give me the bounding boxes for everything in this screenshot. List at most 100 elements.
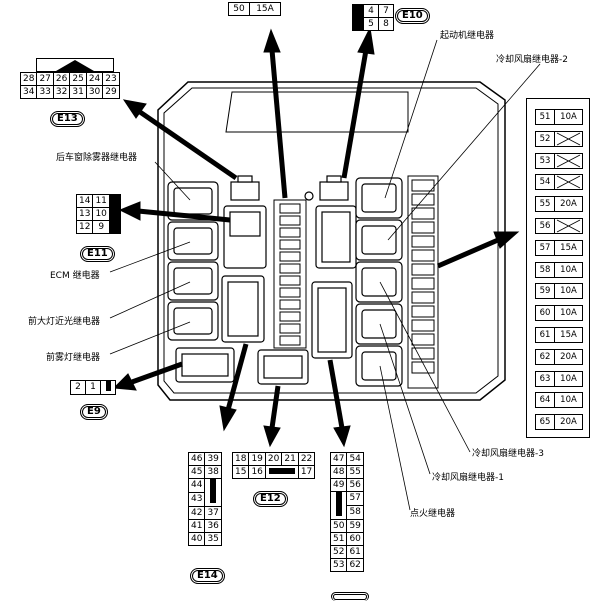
pin: 41	[187, 519, 206, 533]
label-ignition-relay: 点火继电器	[410, 509, 456, 519]
label-cooling-fan-relay-2: 冷却风扇继电器-2	[496, 55, 568, 65]
pin: 11	[92, 194, 110, 208]
fuse-row: 56	[535, 218, 583, 234]
arrow-fuse-list	[493, 231, 520, 249]
pin: 46	[187, 452, 206, 466]
pin: 29	[102, 85, 120, 99]
pin: 40	[187, 532, 206, 546]
arrow-top-fuse	[263, 28, 281, 53]
fuse-number: 55	[536, 197, 555, 212]
arrow-e14	[219, 405, 237, 432]
pin: 17	[297, 465, 316, 479]
pin: 31	[69, 85, 87, 99]
pin: 13	[75, 207, 94, 221]
connector-e11-label: E11	[80, 246, 115, 262]
pin: 23	[102, 72, 120, 86]
top-recess	[225, 91, 409, 133]
pin: 18	[231, 452, 250, 466]
pin: 48	[329, 465, 348, 479]
fuse-amperage: 10A	[560, 308, 577, 319]
fuse-box-outline	[157, 81, 506, 401]
connector-e15-label	[331, 592, 369, 601]
pin: 16	[248, 465, 266, 479]
pin: 8	[378, 17, 394, 31]
empty-slot-icon	[556, 132, 581, 146]
pin: 9	[92, 220, 110, 234]
pin: 30	[85, 85, 104, 99]
fuse-num: 50	[228, 2, 250, 16]
pin: 50	[329, 519, 348, 533]
fuse-box-inner-outline	[163, 87, 499, 394]
pin: 39	[204, 452, 222, 466]
pin: 38	[204, 465, 222, 479]
pin: 44	[187, 478, 206, 493]
fuse-number: 54	[536, 175, 555, 190]
fuse-number: 64	[536, 393, 555, 408]
fuse-amperage: 10A	[560, 264, 577, 275]
fuse-row: 54	[535, 174, 583, 191]
pin: 60	[346, 532, 364, 546]
fuse-row: 58 10A	[535, 261, 583, 278]
pin: 27	[36, 72, 54, 86]
fuse-number: 51	[536, 110, 555, 124]
connector-e13-socket	[230, 181, 260, 201]
pin: 51	[329, 532, 348, 546]
pin: 5	[363, 17, 379, 31]
pin: 2	[70, 380, 86, 395]
pin: 10	[92, 207, 110, 221]
connector-e9-label: E9	[80, 404, 108, 420]
fuse-number: 58	[536, 262, 555, 277]
pin: 53	[329, 558, 348, 572]
connector-e13-key	[36, 58, 114, 72]
pin: 37	[204, 506, 222, 520]
pin: 56	[346, 478, 364, 492]
label-rear-defogger-relay: 后车窗除雾器继电器	[56, 153, 138, 163]
label-ecm-relay: ECM 继电器	[50, 271, 100, 281]
arrow-e10	[357, 26, 375, 55]
arrow-e11	[118, 201, 141, 221]
pin: 21	[281, 452, 299, 466]
label-cooling-fan-relay-1: 冷却风扇继电器-1	[432, 473, 504, 483]
fuse-amp: 15A	[249, 2, 281, 16]
pin: 12	[75, 220, 94, 234]
label-cooling-fan-relay-3: 冷却风扇继电器-3	[472, 449, 544, 459]
pin: 59	[346, 519, 364, 533]
pin: 45	[187, 465, 206, 479]
connector-e10-label: E10	[395, 8, 430, 24]
pin: 14	[75, 194, 94, 208]
left-relay-column	[167, 181, 219, 341]
pin: 47	[329, 452, 348, 466]
pin: 22	[297, 452, 316, 466]
connector-arrows	[112, 26, 520, 448]
pin: 7	[378, 4, 394, 18]
pin: 57	[346, 491, 364, 506]
fuse-amperage: 15A	[560, 330, 577, 340]
pin: 19	[248, 452, 266, 466]
empty-slot-icon	[556, 219, 581, 233]
fuse-row: 61 15A	[535, 327, 583, 343]
fuse-number: 52	[536, 131, 555, 146]
fuse-number: 56	[536, 219, 555, 233]
pin: 52	[329, 545, 348, 559]
connector-e10-socket	[319, 181, 349, 201]
fuse-number: 61	[536, 328, 555, 342]
fuse-amperage: 15A	[560, 242, 577, 253]
arrow-e15	[333, 425, 351, 448]
fuse-amperage: 10A	[560, 112, 577, 122]
fuse-number: 53	[536, 153, 555, 168]
pin: 42	[187, 506, 206, 520]
pin: 43	[187, 492, 206, 507]
fuse-number: 57	[536, 240, 555, 255]
connector-e13-label: E13	[50, 111, 85, 127]
